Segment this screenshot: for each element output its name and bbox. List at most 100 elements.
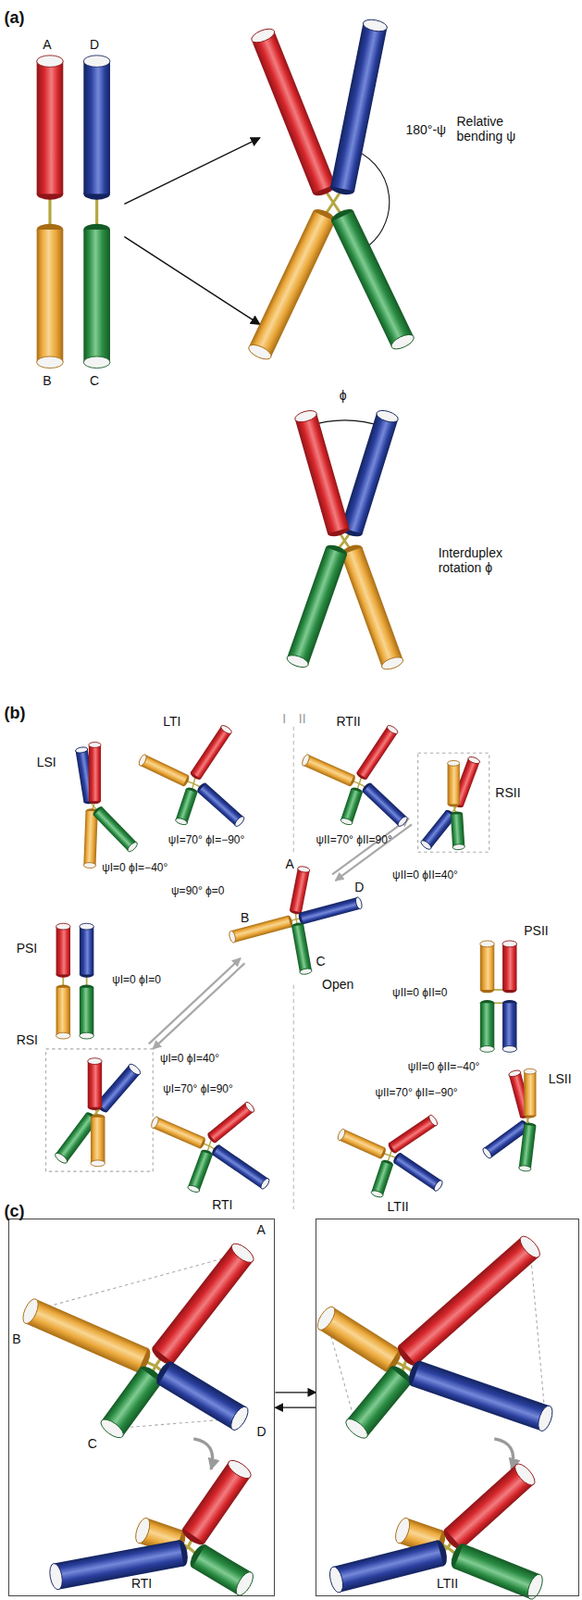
part-label: RSII (495, 784, 521, 800)
cylinder-body (37, 61, 64, 194)
cylinder-cap (480, 940, 495, 947)
divider-line (293, 726, 295, 854)
cylinder-cap (433, 1177, 445, 1191)
helix-cylinder (186, 1147, 214, 1193)
helix-cylinder (56, 983, 71, 1039)
cylinder-body (212, 1144, 269, 1189)
angle-values: ψII=70° ϕII=90° (315, 833, 392, 847)
cylinder-cap (98, 1414, 127, 1440)
cylinder-cap (133, 1514, 153, 1544)
part-label: D (89, 37, 100, 52)
helix-cylinder (293, 408, 350, 538)
cylinder-cap (227, 1402, 252, 1432)
cylinder-cap (507, 1068, 521, 1078)
cylinder-body (53, 1538, 185, 1589)
cylinder-cap (87, 1057, 102, 1065)
junction-figure (20, 1239, 258, 1441)
helix-cylinder (339, 785, 363, 826)
cylinder-body (303, 754, 355, 786)
cylinder-body (93, 806, 137, 852)
helix-cylinder (91, 804, 139, 853)
helix-cylinder (196, 780, 247, 828)
helix-cylinder (210, 1142, 271, 1190)
part-label: C (89, 372, 100, 388)
cylinder-body (56, 926, 71, 975)
cylinder-cap (125, 840, 139, 853)
helix-cylinder (284, 542, 348, 669)
cylinder-cap (174, 816, 188, 826)
part-label: A (257, 1221, 266, 1237)
part-label: Open (321, 976, 354, 991)
helix-cylinder (448, 1540, 546, 1599)
part-label: A (284, 855, 294, 871)
angle-values: ψI=70° ϕI=90° (162, 1082, 234, 1096)
part-label: LSII (548, 1070, 572, 1086)
part-label: ϕ (339, 387, 347, 403)
cylinder-cap (300, 753, 311, 767)
cylinder-cap (228, 1239, 257, 1266)
cylinder-body (480, 1002, 495, 1049)
cylinder-body (291, 923, 312, 972)
helix-cylinder (450, 810, 466, 850)
helix-cylinder (518, 1121, 536, 1172)
angle-values: ψII=0 ϕII=0 (392, 986, 447, 1000)
cylinder-cap (186, 1183, 200, 1193)
helix-cylinder (87, 1057, 102, 1110)
helix-cylinder (355, 723, 399, 781)
cylinder-cap (137, 753, 149, 767)
part-label: Relative bending ψ (457, 113, 543, 144)
group-mark: II (298, 710, 307, 726)
part-label: D (257, 1423, 267, 1438)
panel-box: RTI (8, 1217, 276, 1596)
part-label: D (354, 879, 364, 894)
cylinder-cap (259, 1176, 271, 1189)
cylinder-cap (53, 1150, 69, 1164)
cylinder-cap (393, 1514, 413, 1544)
cylinder-cap (517, 1232, 544, 1261)
cylinder-body (286, 546, 347, 665)
layout-lines (30, 137, 545, 1469)
cylinder-cap (90, 1159, 105, 1166)
helix-cylinder (79, 983, 94, 1039)
junction-figure (284, 408, 405, 672)
cylinder-body (447, 762, 460, 804)
cylinder-cap (37, 356, 64, 369)
cylinder-cap (219, 723, 233, 735)
cylinder-body (24, 1298, 149, 1372)
cylinder-cap (246, 341, 273, 362)
cylinder-cap (339, 816, 353, 826)
transition-arrow (274, 1405, 316, 1407)
cylinder-cap (225, 1456, 255, 1482)
equilibrium-arrow (152, 962, 245, 1049)
cylinder-body (251, 31, 336, 194)
cylinder-cap (314, 1302, 339, 1332)
cylinder-body (340, 412, 398, 534)
cylinder-cap (233, 1568, 258, 1598)
helix-cylinder (228, 914, 295, 943)
helix-cylinder (79, 922, 94, 978)
junction-figure (37, 55, 111, 369)
helix-cylinder (206, 1100, 257, 1144)
cylinder-body (56, 987, 71, 1036)
cylinder-cap (447, 759, 460, 766)
helix-cylinder (339, 542, 405, 672)
part-label: 180°-ψ (405, 122, 446, 137)
cylinder-cap (336, 1126, 347, 1140)
cylinder-cap (354, 895, 363, 909)
cylinder-cap (427, 1113, 439, 1127)
cylinder-cap (361, 17, 388, 34)
cylinder-body (190, 725, 232, 779)
cylinder-body (480, 942, 495, 990)
helix-cylinder (329, 17, 388, 197)
junction-figure (228, 865, 364, 975)
helix-cylinder (20, 1295, 154, 1374)
helix-cylinder (447, 759, 460, 806)
cylinder-body (357, 725, 398, 779)
angle-values: ψI=0 ϕI=0 (111, 973, 161, 987)
part-label: RSI (16, 1031, 38, 1047)
cylinder-cap (243, 1100, 256, 1114)
cylinder-body (299, 896, 360, 924)
helix-cylinder (288, 865, 310, 915)
helix-cylinder (297, 895, 364, 925)
